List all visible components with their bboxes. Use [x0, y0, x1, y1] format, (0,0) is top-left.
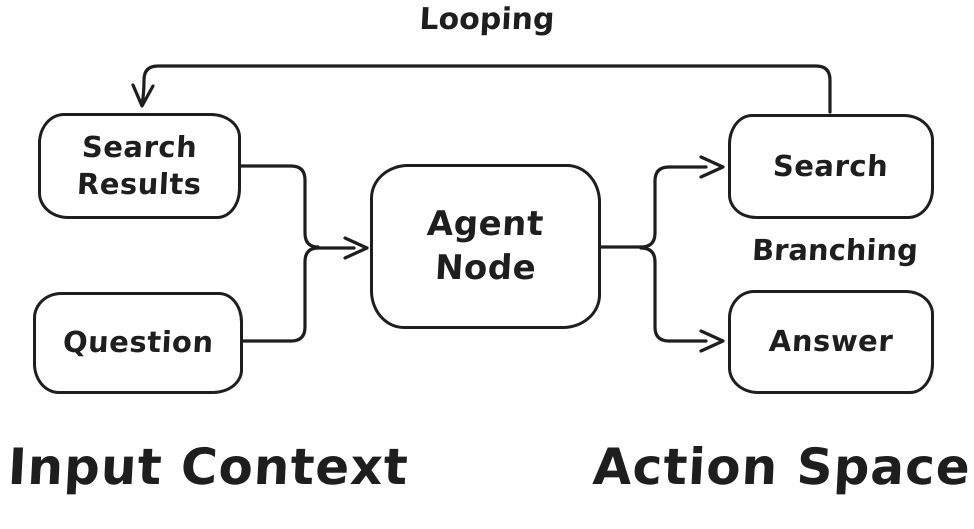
- node-search-results-label-line1: Search: [80, 129, 199, 164]
- node-agent-label-line2: Node: [433, 247, 538, 288]
- edge-question-to-merge: [240, 246, 320, 343]
- node-question-label: Question: [61, 325, 215, 360]
- input-context-label: Input Context: [6, 438, 411, 496]
- node-agent: Agent Node: [370, 164, 601, 329]
- edge-search-results-to-merge: [238, 164, 320, 249]
- node-agent-label-line1: Agent: [426, 203, 545, 244]
- edge-split-to-answer: [639, 246, 708, 343]
- search-arrowhead-icon: [699, 155, 725, 179]
- node-search-results: Search Results: [38, 113, 241, 219]
- loop-arrowhead-icon: [131, 83, 155, 108]
- looping-label: Looping: [418, 2, 556, 37]
- node-question: Question: [33, 292, 243, 394]
- merge-arrowhead-icon: [343, 236, 369, 260]
- node-search-label: Search: [772, 148, 890, 183]
- branching-label: Branching: [751, 233, 919, 267]
- action-space-label: Action Space: [591, 438, 973, 496]
- answer-arrowhead-icon: [699, 329, 725, 353]
- node-search-results-label-line2: Results: [76, 167, 203, 201]
- node-search: Search: [728, 114, 934, 219]
- loop-arrow-path: [140, 64, 832, 114]
- edge-split-to-search: [639, 165, 708, 249]
- node-answer: Answer: [728, 290, 934, 394]
- node-answer-label: Answer: [768, 324, 894, 359]
